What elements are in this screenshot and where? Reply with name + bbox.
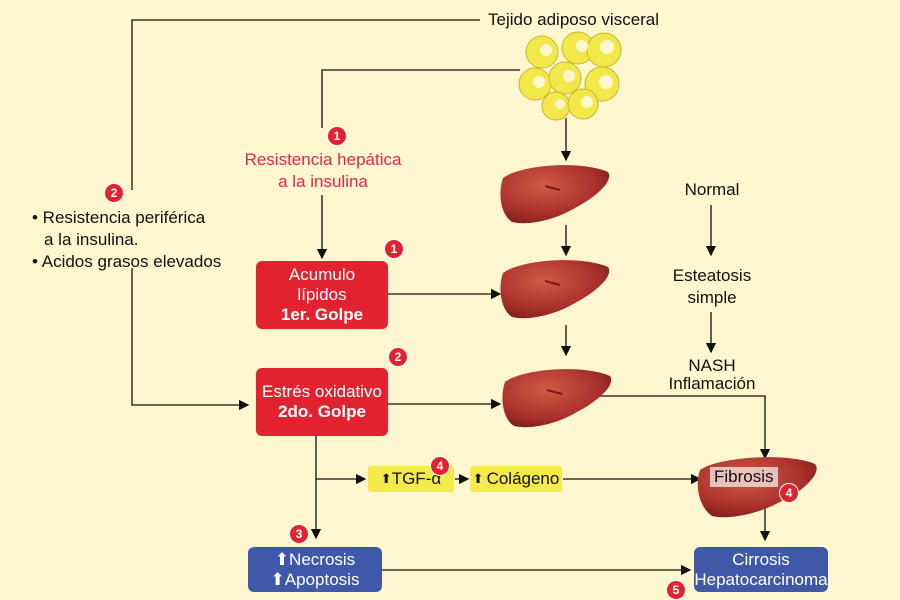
step-badge-3-necrosis: 3 [289,524,309,544]
necrosis-label: ⬆Necrosis [274,549,356,569]
necrosis-apoptosis-box: ⬆Necrosis ⬆Apoptosis [248,547,382,592]
liver-nash-illustration [502,369,612,428]
second-hit-label: 2do. Golpe [278,402,366,421]
peripheral-resistance-line2: a la insulina. [44,230,139,249]
step-badge-1-lipids: 1 [384,239,404,259]
adipose-tissue-label: Tejido adiposo visceral [488,10,660,29]
peripheral-to-oxidative-arrow [131,268,250,411]
step-badge-2-oxidative: 2 [388,347,408,367]
step-badge-4-fibrosis: 4 [779,483,799,503]
apoptosis-label: ⬆Apoptosis [270,569,360,589]
tgf-alpha-label: TGF-α [391,469,442,488]
adipose-cells-illustration [518,31,622,121]
oxidative-stress-box: Estrés oxidativo 2do. Golpe [256,368,388,436]
collagen-label: Colágeno [486,469,560,488]
liver3-to-fibrosis-arrow [590,395,771,460]
stage-nash-line2: Inflamación [668,374,756,393]
collagen-box: ⬆ Colágeno [470,466,562,492]
liver-normal-illustration [500,165,610,224]
hepatocarcinoma-label: Hepatocarcinoma [694,569,828,589]
liver-steatosis-illustration [500,260,610,319]
lipid-box-line2: lípidos [297,285,347,304]
step-badge-2-peripheral: 2 [104,183,124,203]
cirrosis-label: Cirrosis [732,549,790,569]
hepatic-resistance-line1: Resistencia hepática [244,150,402,169]
step-badge-5-cirrosis: 5 [666,580,686,600]
oxidative-box-line1: Estrés oxidativo [262,382,382,401]
adipose-to-hepatic-line [321,69,520,128]
lipid-accumulation-box: Acumulo lípidos 1er. Golpe [256,261,388,329]
cirrosis-hepatocarcinoma-box: Cirrosis Hepatocarcinoma [694,547,828,592]
adipose-to-peripheral-line [131,19,480,190]
up-arrow-icon: ⬆ [472,471,484,486]
stage-steatosis-line2: simple [687,288,737,307]
step-badge-1-hepatic: 1 [327,126,347,146]
up-arrow-icon: ⬆ [380,471,392,486]
peripheral-resistance-line1: • Resistencia periférica [32,208,206,227]
hepatic-resistance-line2: a la insulina [278,172,368,191]
stage-steatosis-line1: Esteatosis [672,266,752,285]
first-hit-label: 1er. Golpe [280,305,364,324]
fibrosis-label: Fibrosis [710,467,778,487]
stage-nash-line1: NASH [688,356,736,375]
elevated-fatty-acids-line: • Acidos grasos elevados [32,252,222,271]
lipid-box-line1: Acumulo [288,265,356,284]
stage-normal-label: Normal [684,180,740,199]
tgf-alpha-box: ⬆ TGF-α [368,466,454,492]
step-badge-4-tgf: 4 [430,456,450,476]
